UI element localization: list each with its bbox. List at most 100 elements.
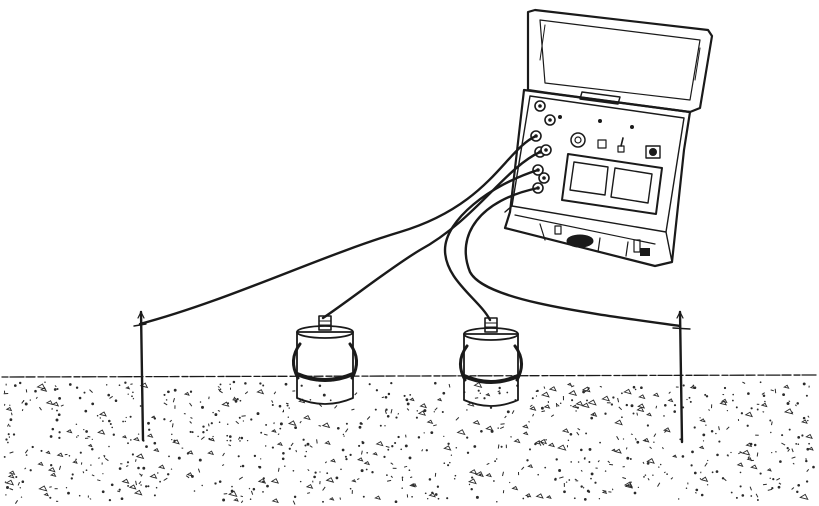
ground-speckle xyxy=(443,462,446,465)
ground-speckle xyxy=(805,459,808,463)
ground-speckle xyxy=(375,440,384,447)
ground-speckle xyxy=(226,434,229,437)
ground-speckle xyxy=(563,490,566,494)
ground-speckle xyxy=(54,385,57,388)
ground-speckle xyxy=(522,424,529,429)
ground-speckle xyxy=(566,382,573,387)
ground-speckle xyxy=(299,480,302,483)
ground-speckle xyxy=(37,461,44,466)
ground-speckle xyxy=(58,436,61,440)
ground-speckle xyxy=(218,421,221,423)
ground-speckle xyxy=(43,492,50,497)
ground-speckle xyxy=(550,414,555,418)
ground-speckle xyxy=(535,493,544,499)
ground-speckle xyxy=(82,471,85,474)
ground-speckle xyxy=(545,495,552,499)
ground-speckle xyxy=(673,410,676,413)
ground-speckle xyxy=(368,383,371,386)
ground-speckle xyxy=(153,447,160,453)
ground-speckle xyxy=(189,421,192,424)
ground-speckle xyxy=(325,477,335,483)
ground-speckle xyxy=(736,462,744,467)
ground-speckle xyxy=(791,456,796,459)
ground-speckle xyxy=(453,478,456,480)
ground-speckle xyxy=(590,477,592,480)
ground-speckle xyxy=(72,460,78,464)
ground-speckle xyxy=(70,477,73,480)
ground-speckle xyxy=(349,487,352,490)
electrode-cylinder-left xyxy=(292,315,358,405)
ground-speckle xyxy=(500,445,503,448)
ground-speckle xyxy=(446,497,449,500)
ground-speckle xyxy=(122,420,124,423)
ground-speckle xyxy=(309,445,313,448)
ground-speckle xyxy=(284,382,288,386)
ground-speckle xyxy=(189,390,193,393)
ground-speckle xyxy=(387,479,392,482)
ground-speckle xyxy=(652,392,660,398)
ground-speckle xyxy=(372,451,378,456)
instrument-lid xyxy=(526,8,714,114)
ground-speckle xyxy=(20,496,23,498)
ground-speckle xyxy=(102,473,104,475)
ground-speckle xyxy=(611,448,617,452)
ground-speckle xyxy=(493,480,495,482)
ground-speckle xyxy=(756,499,759,501)
ground-speckle xyxy=(630,481,632,483)
ground-speckle xyxy=(456,429,466,436)
ground-speckle xyxy=(707,459,709,462)
ground-speckle xyxy=(573,497,576,500)
ground-speckle xyxy=(163,402,168,406)
ground-speckle xyxy=(577,427,581,431)
ground-speckle xyxy=(244,391,249,395)
indicator-lamp-icon xyxy=(597,139,607,149)
ground-speckle xyxy=(621,392,623,395)
ground-speckle xyxy=(279,422,283,426)
ground-speckle xyxy=(83,391,86,394)
ground-speckle xyxy=(543,404,551,409)
ground-speckle xyxy=(521,466,525,471)
ground-speckle xyxy=(425,449,428,452)
ground-speckle xyxy=(602,489,607,492)
ground-speckle xyxy=(171,433,173,436)
ground-speckle xyxy=(149,473,158,479)
ground-speckle xyxy=(783,408,794,415)
ground-speckle xyxy=(535,395,538,397)
ground-speckle xyxy=(148,428,151,431)
ground-speckle xyxy=(172,439,180,445)
ground-speckle xyxy=(214,413,218,417)
ground-speckle xyxy=(614,448,622,454)
ground-speckle xyxy=(252,487,256,491)
ground-speckle xyxy=(262,384,265,387)
ground-speckle xyxy=(140,484,142,486)
ground-speckle xyxy=(329,399,332,402)
ground-speckle xyxy=(496,500,498,503)
ground-speckle xyxy=(101,490,105,494)
ground-speckle xyxy=(747,456,750,459)
ground-speckle xyxy=(642,461,645,465)
ground-speckle xyxy=(210,422,213,425)
ground-speckle xyxy=(626,456,630,460)
ground-speckle xyxy=(437,497,440,500)
ground-speckle xyxy=(329,458,336,463)
ground-speckle xyxy=(130,383,133,385)
ground-speckle xyxy=(7,473,15,479)
ground-speckle xyxy=(219,383,222,386)
ground-speckle xyxy=(559,402,562,404)
ground-speckle xyxy=(233,497,239,502)
ground-speckle xyxy=(694,492,697,494)
ground-speckle xyxy=(241,415,246,417)
ground-speckle xyxy=(341,448,345,452)
ground-speckle xyxy=(794,404,797,407)
ground-speckle xyxy=(583,498,587,501)
ground-speckle xyxy=(540,442,545,446)
ground-speckle xyxy=(171,438,173,441)
ground-speckle xyxy=(543,386,546,389)
ground-speckle xyxy=(15,475,18,479)
ground-speckle xyxy=(479,392,481,394)
ground-speckle xyxy=(40,449,43,452)
ground-speckle xyxy=(110,483,114,487)
ground-speckle xyxy=(97,479,101,482)
ground-speckle xyxy=(774,388,777,394)
ground-speckle xyxy=(10,412,13,416)
